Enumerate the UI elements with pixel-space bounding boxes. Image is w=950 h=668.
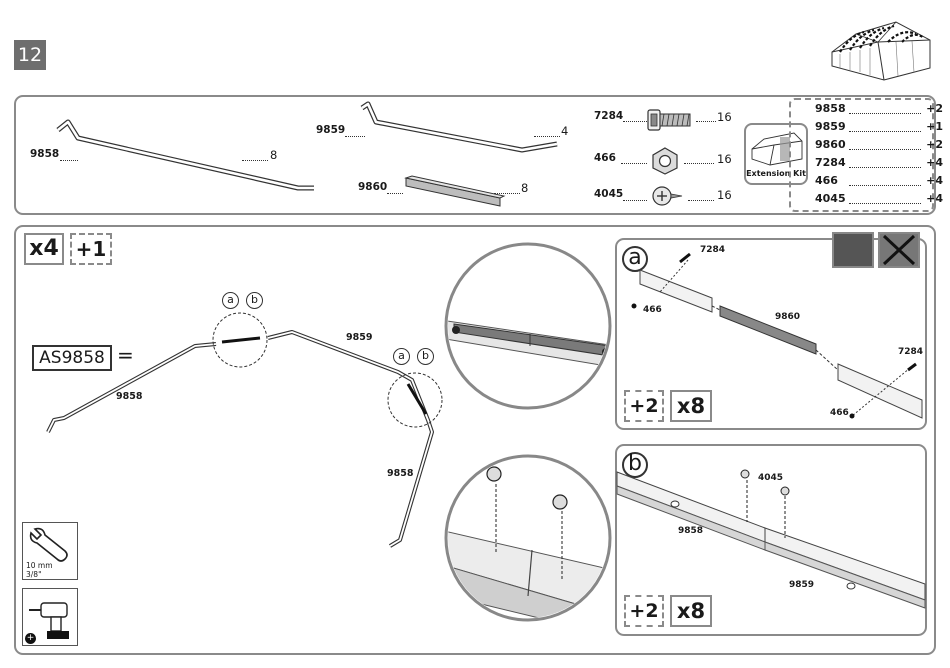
kit-row: 9860+2 (815, 136, 943, 154)
wrench-size-imperial: 3/8" (26, 570, 42, 579)
step-number: 12 (14, 40, 46, 70)
bolt-icon (646, 102, 696, 136)
wrench-hint-icon (832, 232, 874, 268)
detail-b-screw: 4045 (758, 473, 783, 483)
bolt-7284-qty-leader (696, 121, 716, 122)
extension-multiplier: +1 (70, 233, 112, 265)
detail-b-rail-left: 9858 (678, 526, 703, 536)
zoom-detail-a (440, 238, 630, 428)
rail-9859-qty: 4 (561, 124, 568, 138)
rail-9859-code: 9859 (316, 124, 345, 136)
detail-b-rail-right: 9859 (789, 580, 814, 590)
bolt-7284-leader (623, 121, 647, 122)
screw-4045-code: 4045 (594, 188, 623, 200)
kit-row: 4045+4 (815, 190, 943, 208)
rail-9858-code: 9858 (30, 148, 59, 160)
nut-icon (650, 146, 680, 176)
no-drill-icon (878, 232, 920, 268)
detail-b-qty: x8 (670, 595, 712, 627)
detail-a-nut-left: 466 (643, 305, 662, 315)
rail-9859-qty-leader (534, 136, 560, 137)
rail-9858-qty-leader (242, 160, 268, 161)
screw-4045-leader (623, 200, 647, 201)
kit-row: 7284+4 (815, 154, 943, 172)
kit-row: 9859+1 (815, 118, 943, 136)
rail-9858-illustration (40, 110, 330, 200)
bolt-7284-code: 7284 (594, 110, 623, 122)
drill-tool-box: + (22, 588, 78, 646)
callout-a-top: a (222, 292, 239, 309)
rail-9858-qty: 8 (270, 148, 277, 162)
detail-a-qty: x8 (670, 390, 712, 422)
rail-9860-illustration (400, 172, 510, 212)
screw-4045-qty-leader (688, 200, 714, 201)
screw-icon (650, 184, 686, 210)
rail-9859-leader (345, 136, 365, 137)
callout-b-right: b (417, 348, 434, 365)
rafter-assembly-drawing (40, 300, 440, 560)
quantity-multiplier: x4 (24, 233, 64, 265)
zoom-detail-b (440, 444, 630, 640)
detail-a-ext-qty: +2 (624, 390, 664, 422)
label-9858-right: 9858 (387, 468, 413, 479)
rail-9858-leader (60, 160, 78, 161)
nut-466-qty-leader (684, 163, 714, 164)
label-9858-left: 9858 (116, 391, 142, 402)
extension-kit-items: 9858+2 9859+1 9860+2 7284+4 466+4 4045+4 (815, 100, 943, 210)
bolt-7284-qty: 16 (717, 110, 732, 124)
detail-a-bolt-top: 7284 (700, 245, 725, 255)
nut-466-qty: 16 (717, 152, 732, 166)
greenhouse-overview-icon (826, 12, 938, 80)
rail-9859-illustration (352, 100, 572, 164)
rail-9860-leader (387, 193, 403, 194)
rail-9860-code: 9860 (358, 181, 387, 193)
detail-a-nut-right: 466 (830, 408, 849, 418)
screw-4045-qty: 16 (717, 188, 732, 202)
callout-b-top: b (246, 292, 263, 309)
callout-a-right: a (393, 348, 410, 365)
detail-b-ext-qty: +2 (624, 595, 664, 627)
kit-row: 9858+2 (815, 100, 943, 118)
wrench-icon (27, 525, 75, 565)
rail-9860-qty: 8 (521, 181, 528, 195)
kit-row: 466+4 (815, 172, 943, 190)
rail-9860-qty-leader (494, 193, 520, 194)
wrench-size: 10 mm (26, 561, 53, 570)
nut-466-code: 466 (594, 152, 616, 164)
detail-a-bolt-right: 7284 (898, 347, 923, 357)
detail-a-connector: 9860 (775, 312, 800, 322)
nut-466-leader (621, 163, 647, 164)
label-9859: 9859 (346, 332, 372, 343)
wrench-tool-box: 10 mm 3/8" (22, 522, 78, 580)
drill-badge: + (25, 633, 36, 644)
